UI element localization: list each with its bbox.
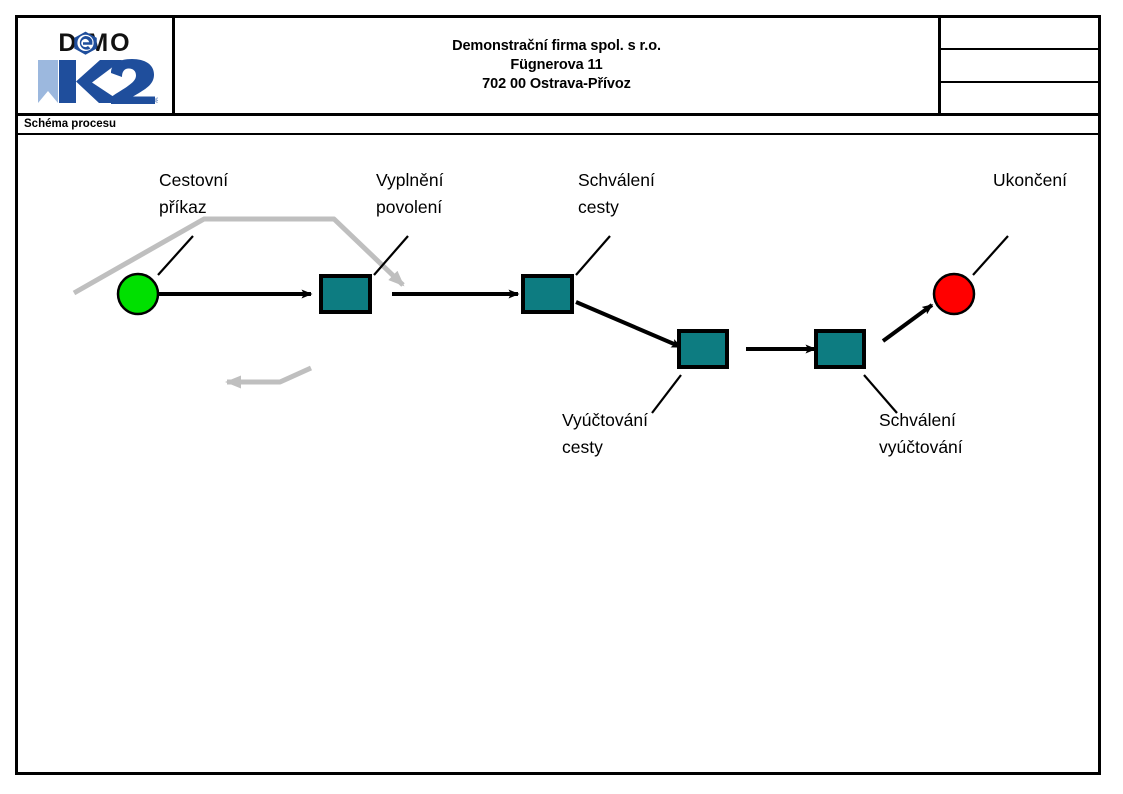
node-task1-box[interactable] <box>319 274 372 314</box>
leader-line-task3 <box>651 374 682 414</box>
demo-e-emblem-icon <box>74 31 97 55</box>
label-node-start: Cestovní příkaz <box>159 170 229 217</box>
label-node-task3: Vyúčtování cesty <box>562 410 648 457</box>
document-header: D MO ® <box>18 18 1098 116</box>
flow-task2-to-task3 <box>575 300 683 349</box>
node-end-circle[interactable] <box>932 272 976 316</box>
leader-line-task4 <box>863 374 898 414</box>
leader-line-task2 <box>575 235 611 276</box>
node-task2-box[interactable] <box>521 274 574 314</box>
header-meta-row-2 <box>941 50 1098 83</box>
registered-mark-glyph: ® <box>155 97 158 105</box>
label-node-task1: Vyplnění povolení <box>376 170 444 217</box>
header-meta-cell <box>941 18 1098 116</box>
k2-brandmark-icon: ® <box>38 58 158 105</box>
header-meta-row-3 <box>941 83 1098 113</box>
schema-title-text: Schéma procesu <box>24 117 117 130</box>
k2-demo-logo: D MO ® <box>30 27 160 105</box>
flow-task2-to-end-gray <box>72 216 405 296</box>
document-frame: D MO ® <box>15 15 1101 775</box>
company-address-cell: Demonstrační firma spol. s r.o. Fügnerov… <box>175 18 941 116</box>
logo-cell: D MO ® <box>18 18 175 116</box>
header-meta-row-1 <box>941 18 1098 51</box>
flow-task4-to-task3-gray <box>225 365 313 389</box>
leader-line-start <box>157 235 194 276</box>
node-start-circle[interactable] <box>116 272 160 316</box>
node-task4-box[interactable] <box>814 329 866 369</box>
flow-task4-to-end <box>881 303 934 343</box>
label-node-task4: Schválení vyúčtování <box>879 410 963 457</box>
node-task3-box[interactable] <box>677 329 729 369</box>
leader-line-task1 <box>373 235 409 276</box>
company-address-text: Demonstrační firma spol. s r.o. Fügnerov… <box>452 37 661 93</box>
process-flow-svg <box>72 216 1009 414</box>
leader-line-end <box>972 235 1009 276</box>
label-node-task2: Schválení cesty <box>578 170 655 217</box>
process-diagram-canvas: Cestovní příkaz Vyplnění povolení Schvál… <box>18 135 1098 772</box>
label-node-end: Ukončení <box>993 170 1067 190</box>
schema-title-bar: Schéma procesu <box>18 116 1098 135</box>
